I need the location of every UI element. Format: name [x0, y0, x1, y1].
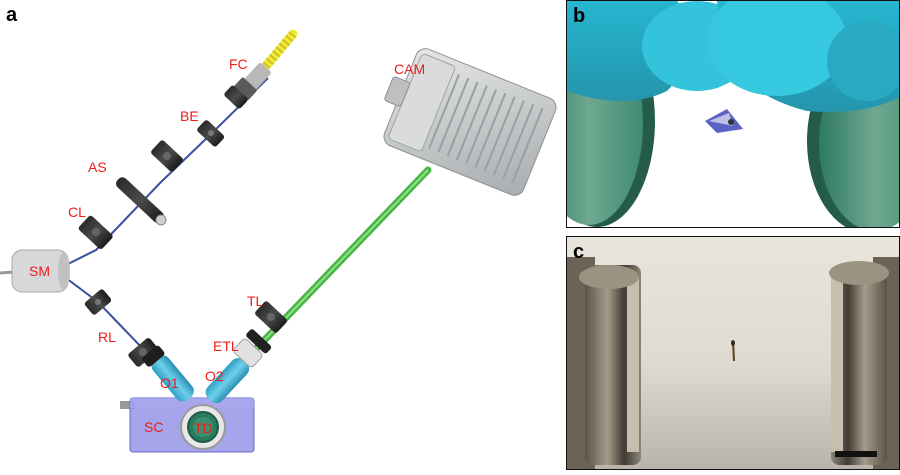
- label-sc: SC: [144, 419, 164, 435]
- label-be: BE: [180, 108, 199, 124]
- render-svg: [567, 1, 899, 227]
- label-fc: FC: [229, 56, 248, 72]
- label-sm: SM: [29, 263, 50, 279]
- aperture-stop: [116, 177, 167, 226]
- photo-panel: c: [566, 236, 900, 470]
- render-panel: b: [566, 0, 900, 228]
- label-etl: ETL: [213, 338, 239, 354]
- label-cl: CL: [68, 204, 86, 220]
- beam-expander: [151, 120, 225, 172]
- label-tl: TL: [247, 293, 264, 309]
- fiber-coupler: [224, 29, 298, 109]
- cylindrical-lens: [78, 215, 113, 249]
- label-cam: CAM: [394, 61, 426, 77]
- setup-diagram-svg: [0, 29, 557, 453]
- scan-mirror: [0, 249, 70, 293]
- panel-b-letter: b: [573, 5, 586, 27]
- label-as: AS: [88, 159, 107, 175]
- photo-svg: [567, 237, 899, 469]
- panel-c-letter: c: [573, 241, 585, 263]
- panel-a-letter: a: [6, 4, 18, 26]
- relay-lens: [84, 289, 159, 367]
- objective-o1: [142, 345, 194, 402]
- camera: [383, 48, 557, 196]
- tube-lens: [255, 301, 287, 333]
- sample-chamber: [120, 397, 255, 453]
- objective-o2: [205, 329, 272, 404]
- setup-diagram-panel: a FC CAM BE AS CL SM RL TL ETL O1 O2 SC …: [0, 4, 557, 453]
- label-td: TD: [194, 420, 213, 436]
- label-o1: O1: [160, 375, 179, 391]
- label-o2: O2: [205, 368, 224, 384]
- label-rl: RL: [98, 329, 116, 345]
- scale-bar: [835, 451, 877, 457]
